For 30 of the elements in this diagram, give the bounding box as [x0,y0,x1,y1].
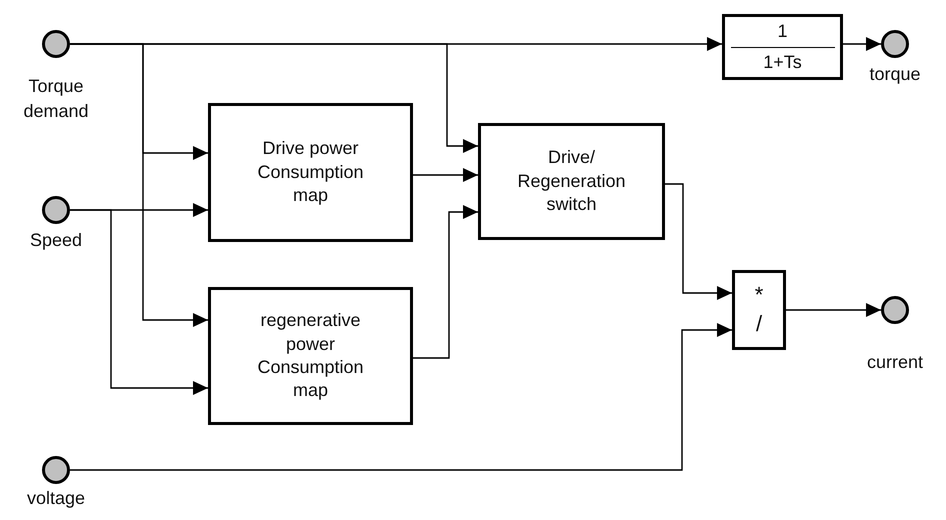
port-label: torque [868,63,922,86]
signal-arrow [413,168,478,182]
port-label: current [866,351,924,374]
port-circle [42,456,70,484]
port-label: Speed [28,229,84,252]
block [732,270,786,350]
signal-arrow [413,205,478,359]
signal-arrow [70,323,732,471]
signal-arrow [70,43,478,153]
block-label: * [754,281,764,310]
block-label: Drive power Consumption map [256,137,365,208]
block [722,14,843,80]
block-label: 1 [777,20,788,44]
signal-arrow [786,303,881,317]
port-circle [42,196,70,224]
port-label: voltage [26,487,86,510]
port-circle [42,30,70,58]
signal-arrow [843,37,881,51]
signal-arrow [70,209,208,395]
block-label: Drive/ Regeneration switch [516,146,627,216]
port-label: Torque demand [22,75,90,124]
block-label: 1+Ts [763,50,802,74]
block [208,287,413,425]
block-label: regenerative power Consumption map [256,309,365,402]
signal-arrow [665,183,732,300]
port-circle [881,30,909,58]
block [478,123,665,240]
block-label: / [756,310,762,338]
block [208,103,413,242]
port-circle [881,296,909,324]
